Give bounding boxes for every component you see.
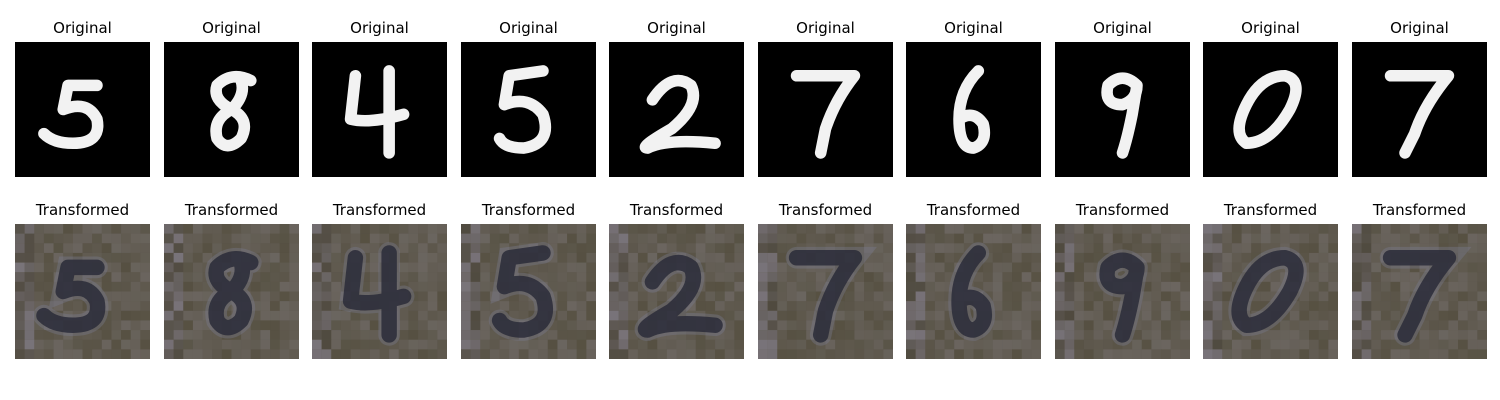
original-title: Original (796, 19, 855, 37)
digit-image (15, 42, 150, 177)
transformed-title: Transformed (1223, 201, 1318, 219)
transformed-title: Transformed (1372, 201, 1467, 219)
transformed-digit-image (164, 224, 299, 359)
original-title: Original (350, 19, 409, 37)
digit-image (461, 42, 596, 177)
transformed-digit-image (1203, 224, 1338, 359)
original-title: Original (499, 19, 558, 37)
transformed-digit-image (1055, 224, 1190, 359)
transformed-title: Transformed (629, 201, 724, 219)
original-title: Original (53, 19, 112, 37)
original-title: Original (944, 19, 1003, 37)
transformed-digit-image (312, 224, 447, 359)
original-title: Original (647, 19, 706, 37)
transformed-digit-image (758, 224, 893, 359)
transformed-title: Transformed (35, 201, 130, 219)
digit-image (1352, 42, 1487, 177)
digit-image (1203, 42, 1338, 177)
transformed-title: Transformed (1075, 201, 1170, 219)
original-title: Original (1241, 19, 1300, 37)
digit-image (906, 42, 1041, 177)
transformed-title: Transformed (778, 201, 873, 219)
digit-image (758, 42, 893, 177)
digit-image (1055, 42, 1190, 177)
transformed-digit-image (609, 224, 744, 359)
transformed-title: Transformed (332, 201, 427, 219)
transformed-title: Transformed (926, 201, 1021, 219)
original-title: Original (202, 19, 261, 37)
digit-image (312, 42, 447, 177)
digit-image (164, 42, 299, 177)
transformed-digit-image (906, 224, 1041, 359)
original-title: Original (1093, 19, 1152, 37)
transformed-title: Transformed (184, 201, 279, 219)
transformed-digit-image (1352, 224, 1487, 359)
transformed-title: Transformed (481, 201, 576, 219)
transformed-digit-image (461, 224, 596, 359)
original-title: Original (1390, 19, 1449, 37)
transformed-digit-image (15, 224, 150, 359)
digit-image (609, 42, 744, 177)
